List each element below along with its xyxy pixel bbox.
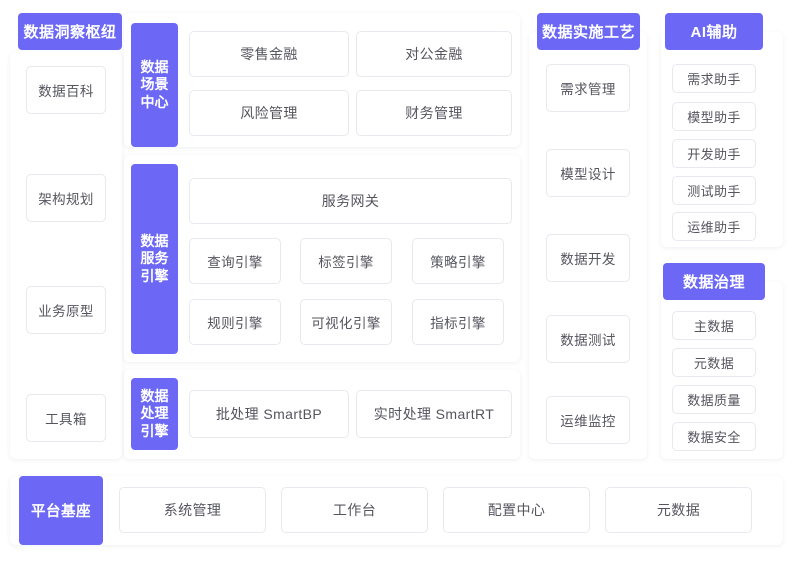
card-implementation-craft-1[interactable]: 模型设计 xyxy=(546,149,630,197)
card-ai-assist-0[interactable]: 需求助手 xyxy=(672,64,756,93)
section-title-insight-hub: 数据洞察枢纽 xyxy=(18,13,122,50)
card-service-engine-3[interactable]: 规则引擎 xyxy=(189,299,281,345)
card-process-engine-0[interactable]: 批处理 SmartBP xyxy=(189,390,349,438)
card-implementation-craft-4[interactable]: 运维监控 xyxy=(546,396,630,444)
card-scene-center-3[interactable]: 财务管理 xyxy=(356,90,512,136)
card-process-engine-1[interactable]: 实时处理 SmartRT xyxy=(356,390,512,438)
card-insight-hub-1[interactable]: 架构规划 xyxy=(26,174,106,222)
card-ai-assist-3[interactable]: 测试助手 xyxy=(672,176,756,205)
section-title-service-engine: 数据服务引擎 xyxy=(131,164,178,354)
card-scene-center-2[interactable]: 风险管理 xyxy=(189,90,349,136)
card-implementation-craft-0[interactable]: 需求管理 xyxy=(546,64,630,112)
section-title-data-governance: 数据治理 xyxy=(663,263,765,300)
card-scene-center-0[interactable]: 零售金融 xyxy=(189,31,349,77)
card-platform-base-3[interactable]: 元数据 xyxy=(605,487,752,533)
card-platform-base-2[interactable]: 配置中心 xyxy=(443,487,590,533)
card-ai-assist-4[interactable]: 运维助手 xyxy=(672,212,756,241)
card-ai-assist-1[interactable]: 模型助手 xyxy=(672,102,756,131)
card-scene-center-1[interactable]: 对公金融 xyxy=(356,31,512,77)
section-title-ai-assist: AI辅助 xyxy=(665,13,763,50)
section-title-scene-center: 数据场景中心 xyxy=(131,23,178,147)
section-title-platform-base: 平台基座 xyxy=(19,476,103,545)
card-ai-assist-2[interactable]: 开发助手 xyxy=(672,139,756,168)
card-service-engine-1[interactable]: 标签引擎 xyxy=(300,238,392,284)
card-data-governance-1[interactable]: 元数据 xyxy=(672,348,756,377)
card-data-governance-0[interactable]: 主数据 xyxy=(672,311,756,340)
insight-hub-panel xyxy=(10,52,122,459)
card-service-engine-2[interactable]: 策略引擎 xyxy=(412,238,504,284)
section-title-implementation-craft: 数据实施工艺 xyxy=(537,13,640,50)
card-data-governance-2[interactable]: 数据质量 xyxy=(672,385,756,414)
card-service-engine-0[interactable]: 查询引擎 xyxy=(189,238,281,284)
section-title-service-engine-text: 数据服务引擎 xyxy=(140,233,169,284)
card-data-governance-3[interactable]: 数据安全 xyxy=(672,422,756,451)
card-insight-hub-0[interactable]: 数据百科 xyxy=(26,66,106,114)
card-service-gateway[interactable]: 服务网关 xyxy=(189,178,512,224)
card-service-engine-5[interactable]: 指标引擎 xyxy=(412,299,504,345)
card-insight-hub-2[interactable]: 业务原型 xyxy=(26,286,106,334)
section-title-scene-center-text: 数据场景中心 xyxy=(140,59,169,110)
card-insight-hub-3[interactable]: 工具箱 xyxy=(26,394,106,442)
section-title-process-engine-text: 数据处理引擎 xyxy=(140,388,169,439)
card-platform-base-1[interactable]: 工作台 xyxy=(281,487,428,533)
card-implementation-craft-3[interactable]: 数据测试 xyxy=(546,315,630,363)
section-title-process-engine: 数据处理引擎 xyxy=(131,378,178,450)
card-service-engine-4[interactable]: 可视化引擎 xyxy=(300,299,392,345)
card-platform-base-0[interactable]: 系统管理 xyxy=(119,487,266,533)
card-implementation-craft-2[interactable]: 数据开发 xyxy=(546,234,630,282)
